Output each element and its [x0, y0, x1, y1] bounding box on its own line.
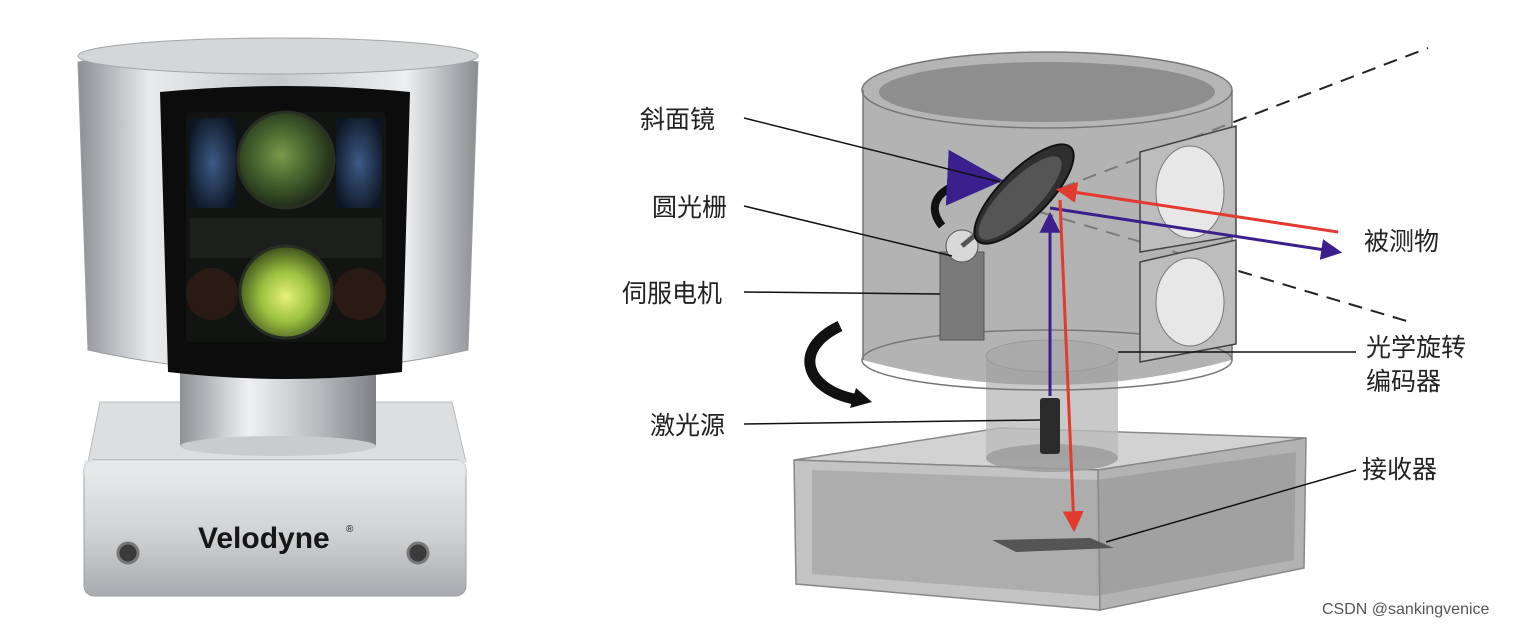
- csdn-watermark: CSDN @sankingvenice: [1322, 601, 1490, 618]
- lidar-schematic: 斜面镜 圆光栅 伺服电机 激光源 被测物 光学旋转 编码器 接收器: [622, 47, 1466, 611]
- side-lens-top-right: [336, 118, 382, 208]
- mirror-rotation-arrow: [931, 149, 1004, 229]
- lidar-head: [77, 37, 479, 379]
- servo-motor-body: [939, 251, 985, 341]
- label-encoder-line2: 编码器: [1366, 367, 1441, 396]
- leader-laser: [743, 419, 1041, 425]
- lidar-product-photo: Velodyne ®: [77, 37, 479, 597]
- label-mirror: 斜面镜: [640, 105, 715, 134]
- base-port-right: [406, 541, 430, 565]
- registered-mark: ®: [346, 524, 354, 535]
- label-laser-source: 激光源: [650, 411, 725, 440]
- side-lens-bottom-right: [334, 268, 386, 320]
- housing-rotation-arrow: [804, 321, 861, 406]
- label-receiver: 接收器: [1362, 455, 1437, 484]
- emitted-beam-out: [1049, 206, 1343, 260]
- base-housing: [793, 427, 1307, 611]
- leader-servo: [743, 291, 941, 295]
- lower-lens: [238, 244, 334, 340]
- label-servo-motor: 伺服电机: [622, 279, 722, 308]
- returned-beam-down: [1058, 199, 1084, 533]
- label-circular-grating: 圆光栅: [652, 193, 727, 222]
- laser-source-body: [1040, 398, 1060, 454]
- velodyne-logo: Velodyne: [198, 522, 330, 555]
- side-lens-bottom-left: [186, 268, 238, 320]
- receiver-sensor: [992, 538, 1114, 552]
- leader-mirror: [743, 117, 1001, 183]
- label-encoder-line1: 光学旋转: [1366, 333, 1466, 362]
- upper-lens: [236, 110, 336, 210]
- base-port-left: [116, 541, 140, 565]
- window-panels: [1139, 125, 1237, 363]
- leader-grating: [743, 205, 953, 257]
- returned-beam-in: [1055, 182, 1339, 234]
- tilted-mirror: [973, 143, 1075, 245]
- leader-receiver: [1105, 469, 1357, 543]
- label-target: 被测物: [1364, 227, 1439, 256]
- side-lens-top-left: [190, 118, 236, 208]
